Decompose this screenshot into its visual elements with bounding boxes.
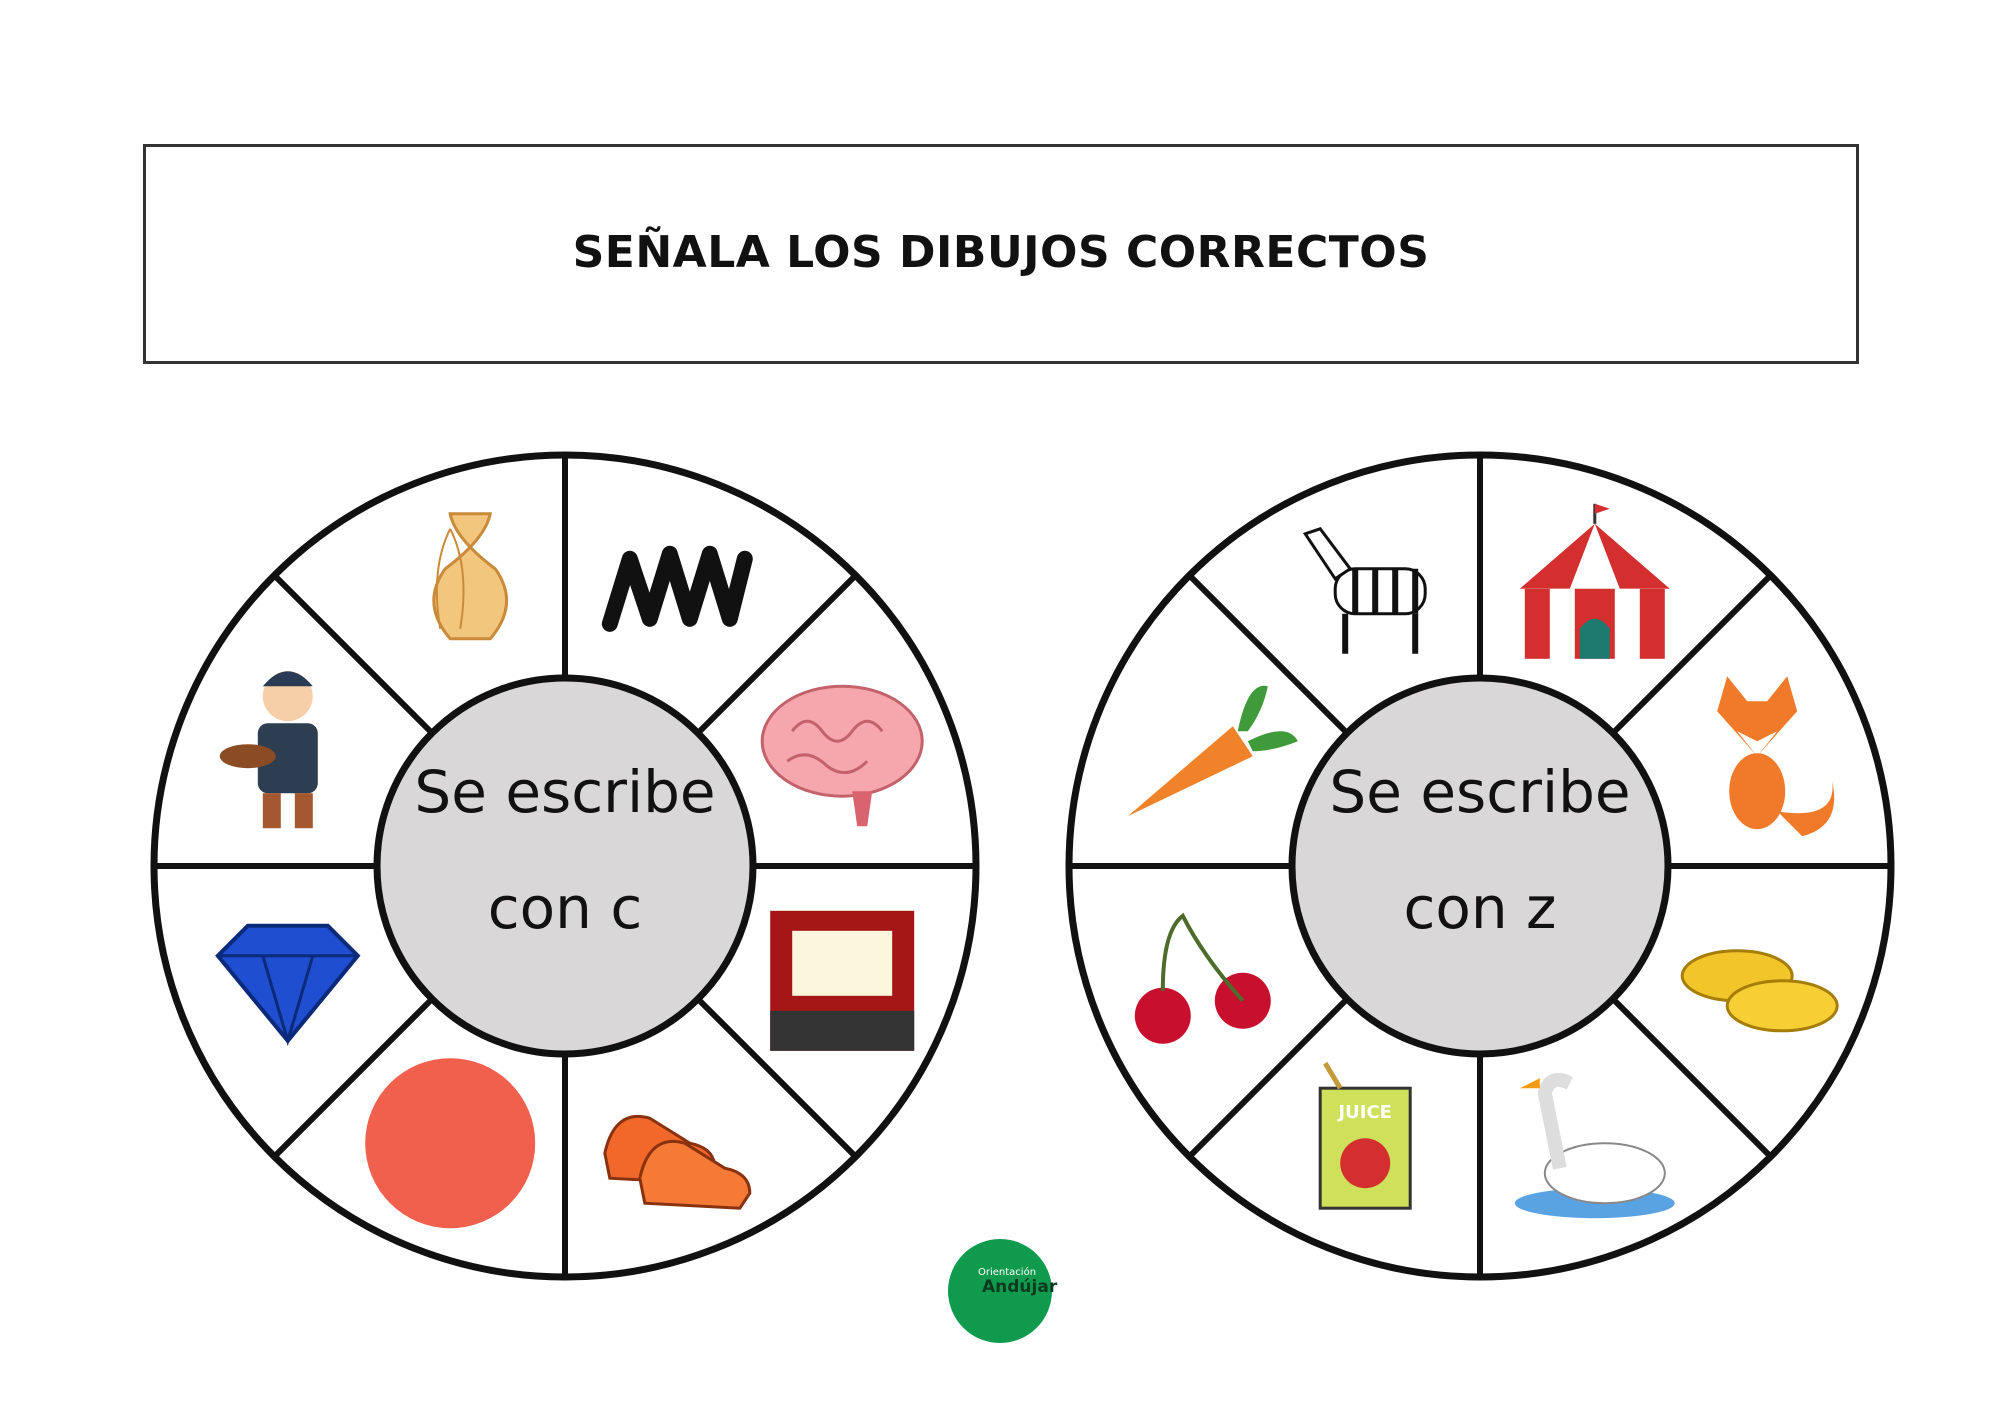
logo: Orientación Andújar [948,1239,1057,1343]
wheel-center-line2: con z [1403,874,1556,942]
diamond-icon[interactable] [215,923,361,1047]
zebra-icon[interactable] [1302,527,1427,654]
wheel-center [373,674,757,1058]
shoemaker-icon[interactable] [219,671,318,829]
segment-divider [272,996,435,1159]
cinema-icon[interactable] [770,910,915,1051]
page-title: SEÑALA LOS DIBUJOS CORRECTOS [572,226,1430,278]
logo-line2: Andújar [982,1277,1058,1297]
swan-icon[interactable] [1514,1072,1675,1219]
wheel-center-line2: con c [488,874,642,942]
segment-divider [1610,573,1773,736]
clogs-icon[interactable] [1680,949,1839,1033]
zigzag-icon[interactable] [601,545,753,632]
fox-icon[interactable] [1717,676,1835,837]
carrot-icon[interactable] [1127,685,1298,817]
shoes-icon[interactable] [603,1114,752,1210]
segment-divider [1187,573,1350,736]
red-circle-icon[interactable] [365,1058,536,1229]
wheel-center-line1: Se escribe [1329,758,1630,826]
juice-box-icon[interactable]: JUICE [1318,1061,1412,1210]
segment-divider [695,996,858,1159]
logo-line1: Orientación [978,1267,1037,1278]
svg-text:JUICE: JUICE [1336,1102,1392,1123]
wheel-center [1288,674,1672,1058]
wheel-center-line1: Se escribe [414,758,715,826]
onion-icon[interactable] [432,512,508,641]
wheel-con-c [150,451,980,1281]
segment-divider [1187,996,1350,1159]
segment-divider [695,573,858,736]
circus-tent-icon[interactable] [1519,503,1670,659]
cherries-icon[interactable] [1134,912,1271,1044]
segment-divider [272,573,435,736]
wheel-con-z: JUICE [1065,451,1895,1281]
brain-icon[interactable] [760,684,924,827]
segment-divider [1610,996,1773,1159]
title-box: SEÑALA LOS DIBUJOS CORRECTOS [143,144,1859,364]
